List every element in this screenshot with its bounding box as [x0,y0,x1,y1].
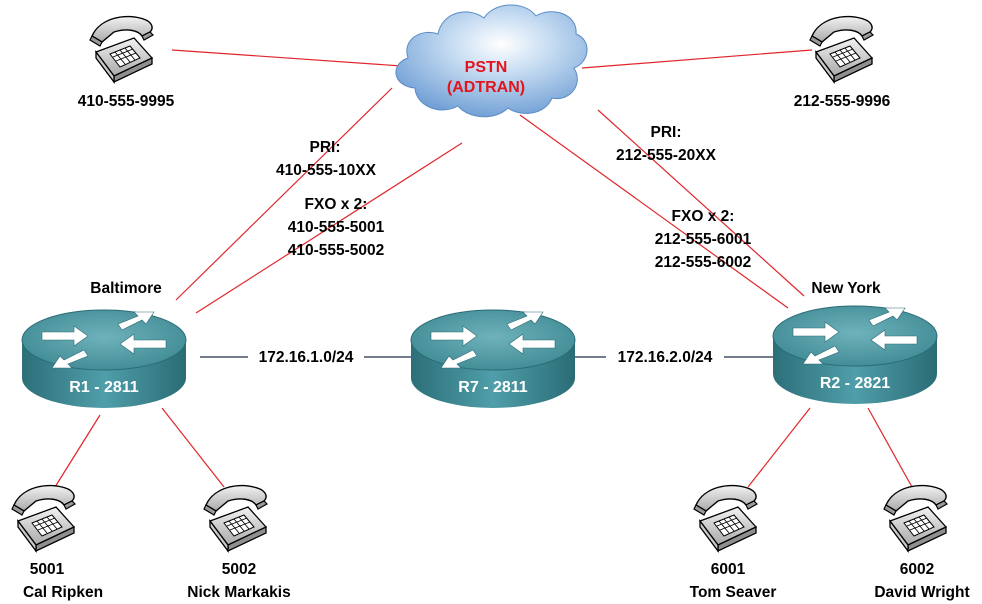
link-r2-phone6001 [747,407,811,488]
link-phone9996-pstn [581,49,813,69]
subnet-left-label: 172.16.1.0/24 [259,349,354,366]
link-r1-phone5001 [49,414,101,496]
subnet-left-backing [248,346,364,366]
phone-icon [883,484,948,552]
pstn-label: PSTN [465,59,508,76]
link-newyork-pri [519,114,789,309]
newyork-fxo-line1: 212-555-6001 [655,231,752,248]
link-phone9995-pstn [171,49,403,67]
extension-6002-name: David Wright [874,584,969,601]
subnet-right-backing [606,346,724,366]
extension-5001-number: 5001 [30,561,65,578]
router-r2-label: R2 - 2821 [820,375,890,392]
extension-6002-number: 6002 [900,561,934,578]
extension-5002-number: 5002 [222,561,256,578]
baltimore-fxo-title: FXO x 2: [305,196,368,213]
pstn-provider-label: (ADTRAN) [447,79,525,96]
phone-icon [203,484,268,552]
pstn-phone-number-right: 212-555-9996 [794,93,891,110]
link-baltimore-pri [175,87,393,301]
phone-icon [809,15,874,83]
extension-6001-name: Tom Seaver [690,584,777,601]
baltimore-fxo-line2: 410-555-5002 [288,242,385,259]
subnet-right-label: 172.16.2.0/24 [618,349,713,366]
router-r1-label: R1 - 2811 [69,379,138,396]
baltimore-pri-title: PRI: [310,139,341,156]
extension-5001-name: Cal Ripken [23,584,103,601]
router-r7-label: R7 - 2811 [458,379,527,396]
phone-icon [693,484,758,552]
phone-icon [89,15,154,83]
pstn-phone-number-left: 410-555-9995 [78,93,175,110]
baltimore-pri-range: 410-555-10XX [276,162,377,179]
newyork-fxo-line2: 212-555-6002 [655,254,752,271]
newyork-fxo-title: FXO x 2: [672,208,735,225]
site-newyork-label: New York [811,280,881,297]
link-baltimore-fxo [195,142,463,314]
link-r2-phone6002 [867,407,913,488]
phone-icon [11,484,76,552]
link-r1-phone5002 [161,407,225,488]
newyork-pri-title: PRI: [651,124,682,141]
newyork-pri-range: 212-555-20XX [616,147,717,164]
cloud-icon [395,4,588,118]
link-newyork-fxo [597,109,805,297]
extension-5002-name: Nick Markakis [187,584,290,601]
site-baltimore-label: Baltimore [90,280,162,297]
extension-6001-number: 6001 [711,561,746,578]
pstn-links [49,49,913,496]
baltimore-fxo-line1: 410-555-5001 [288,219,385,236]
